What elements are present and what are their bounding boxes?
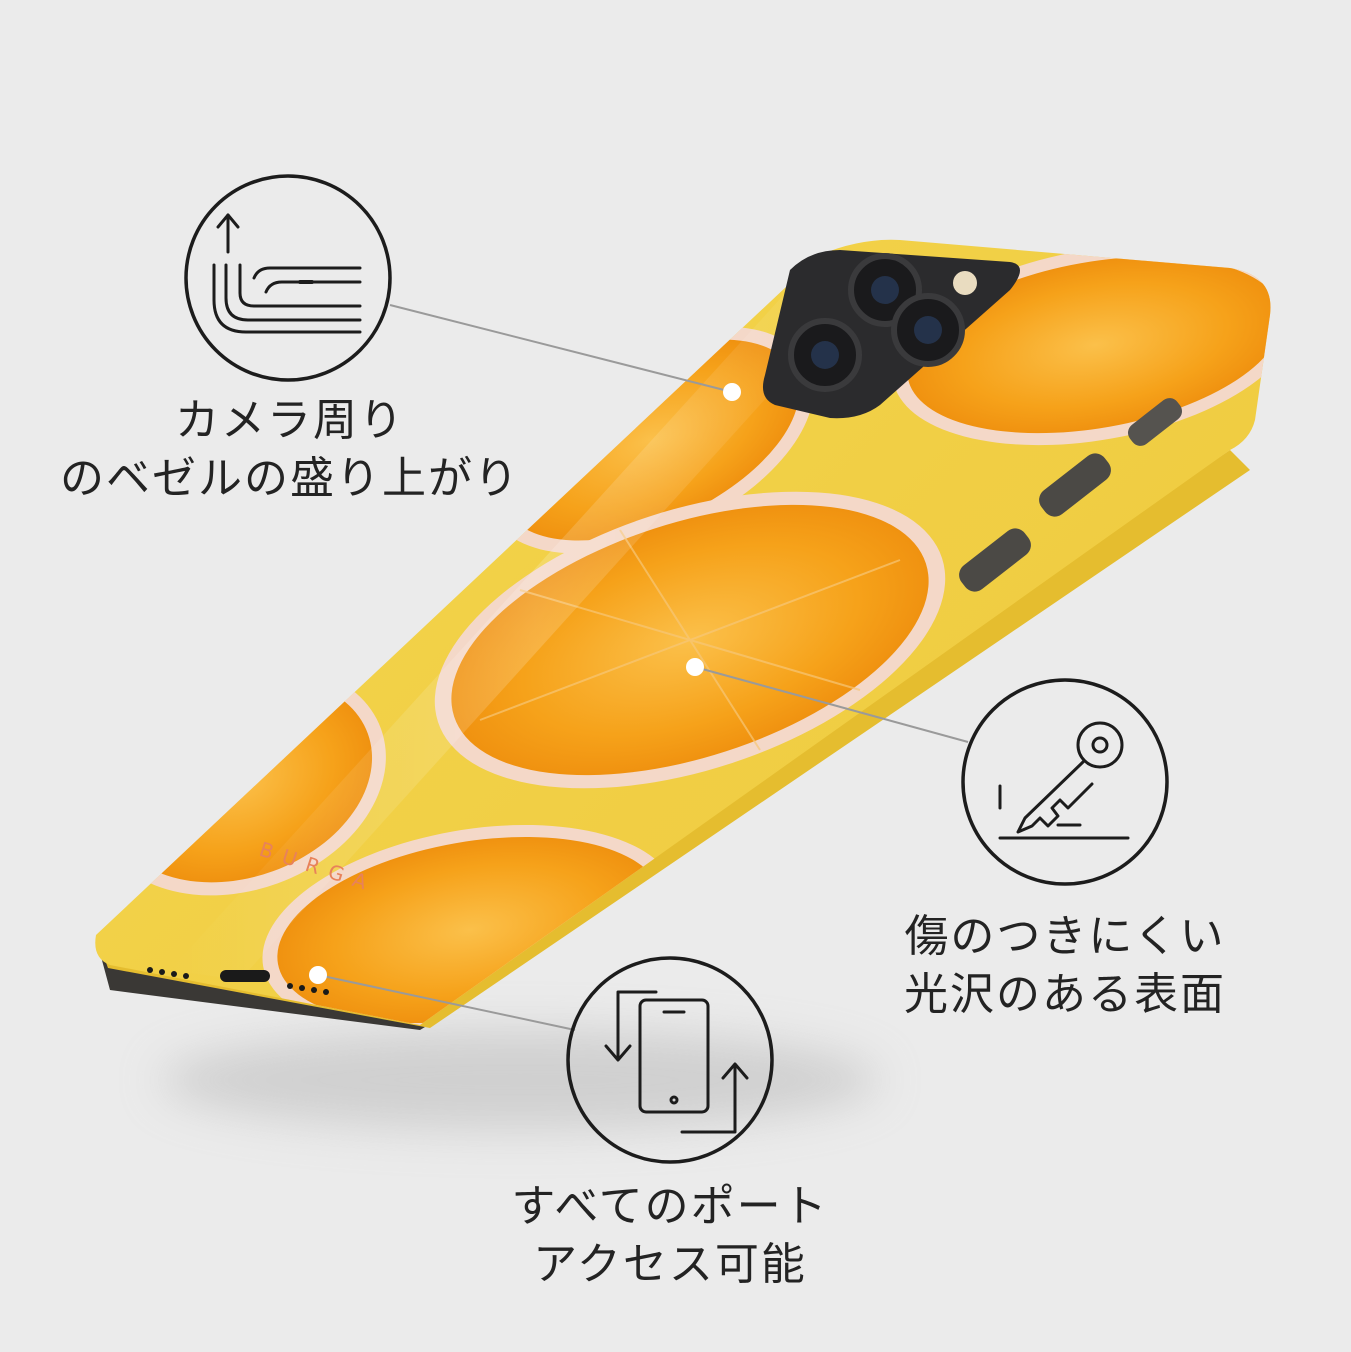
key-scratch-icon xyxy=(998,721,1130,840)
feature-icon-circle-camera xyxy=(184,174,392,382)
case-shadow xyxy=(160,1030,880,1130)
feature-label-camera-bezel: カメラ周り のベゼルの盛り上がり xyxy=(40,392,540,508)
feature-label-camera-line2: のベゼルの盛り上がり xyxy=(60,453,520,504)
connector-dot-camera xyxy=(723,383,741,401)
connector-line-ports xyxy=(317,974,576,1031)
feature-icon-circle-ports xyxy=(566,956,774,1164)
feature-label-ports-line1: すべてのポート xyxy=(511,1181,829,1232)
connector-dot-surface xyxy=(686,658,704,676)
camera-flash xyxy=(953,271,977,295)
connector-dot-ports xyxy=(309,966,327,984)
feature-label-surface-line2: 光沢のある表面 xyxy=(904,969,1226,1020)
feature-label-surface-line1: 傷のつきにくい xyxy=(904,911,1226,962)
side-button-volume xyxy=(959,528,1031,592)
connector-line-camera xyxy=(389,304,733,393)
bottom-ports xyxy=(147,967,329,995)
feature-label-scratch-resistant: 傷のつきにくい 光沢のある表面 xyxy=(880,908,1250,1024)
feature-label-camera-line1: カメラ周り xyxy=(175,395,405,446)
feature-label-port-access: すべてのポート アクセス可能 xyxy=(485,1178,855,1294)
connector-line-surface xyxy=(694,666,969,743)
phone-rotate-icon xyxy=(604,990,749,1134)
feature-label-ports-line2: アクセス可能 xyxy=(533,1239,807,1290)
side-button-upper xyxy=(1128,398,1182,446)
feature-icon-circle-surface xyxy=(961,678,1169,886)
side-button-power xyxy=(1039,453,1111,517)
raised-bezel-icon xyxy=(212,213,362,334)
camera-module xyxy=(762,250,1020,419)
